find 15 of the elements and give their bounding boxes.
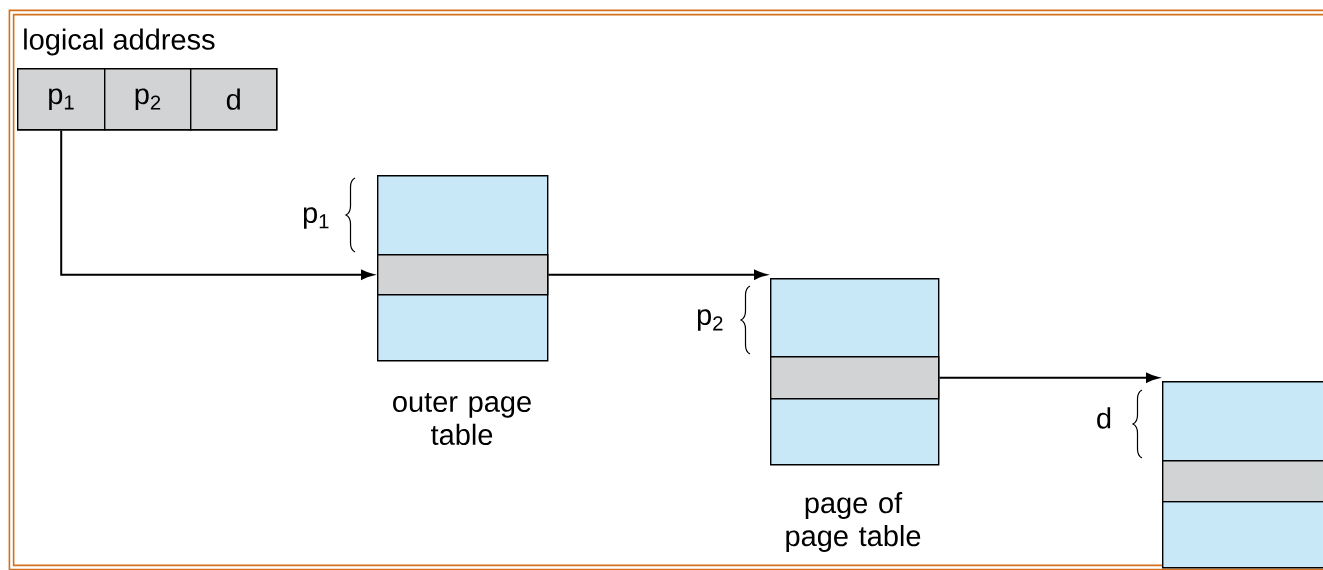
arrow bbox=[547, 269, 767, 280]
brace-label: p$_{2}$ bbox=[697, 309, 723, 331]
node-label: logical address bbox=[24, 28, 215, 56]
address-cell: d bbox=[190, 68, 278, 131]
table-entry bbox=[1162, 460, 1323, 503]
table-caption: page of page table bbox=[786, 492, 921, 552]
table-entry bbox=[770, 356, 940, 400]
arrow bbox=[938, 372, 1159, 383]
address-cell: p$_{1}$ bbox=[17, 68, 106, 131]
table-entry bbox=[377, 254, 549, 296]
table-caption: outer page table bbox=[393, 393, 531, 445]
brace-label: d bbox=[1097, 407, 1111, 429]
brace-label: p$_{1}$ bbox=[303, 207, 329, 229]
arrow bbox=[60, 129, 374, 280]
address-cell: p$_{2}$ bbox=[104, 68, 192, 131]
